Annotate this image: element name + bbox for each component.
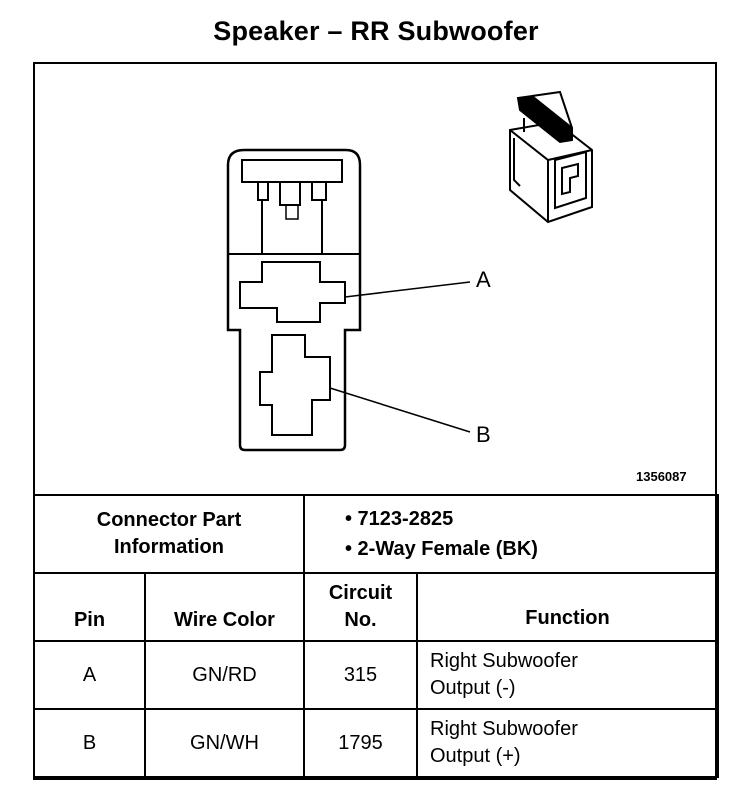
pin-label-b: B	[476, 422, 491, 447]
table-row: A GN/RD 315 Right Subwoofer Output (-)	[33, 640, 719, 710]
row-b-circuit: 1795	[303, 708, 418, 778]
row-a-function: Right Subwoofer Output (-)	[416, 640, 719, 710]
connector-table: Connector Part Information • 7123-2825 •…	[33, 494, 719, 778]
connector-outline	[226, 148, 362, 452]
diagram-title: Speaker – RR Subwoofer	[213, 16, 539, 46]
connector-info-row: Connector Part Information • 7123-2825 •…	[33, 494, 719, 574]
connector-info-label-line1: Connector Part	[96, 509, 242, 531]
cavity-b	[259, 334, 331, 436]
pin-label-a: A	[476, 267, 491, 292]
table-row: B GN/WH 1795 Right Subwoofer Output (+)	[33, 708, 719, 778]
header-circuit-line2: No.	[344, 609, 377, 631]
cavity-a	[239, 261, 346, 323]
leader-line-b	[329, 387, 471, 433]
connector-latch	[241, 159, 343, 183]
connector-isometric-icon	[509, 90, 593, 224]
header-circuit-line1: Circuit	[328, 582, 393, 604]
row-b-pin: B	[33, 708, 146, 778]
connector-info-items: • 7123-2825 • 2-Way Female (BK)	[303, 494, 719, 574]
header-pin: Pin	[33, 572, 146, 642]
row-a-function-line1: Right Subwoofer	[430, 650, 578, 672]
table-header-row: Pin Wire Color Circuit No. Function	[33, 572, 719, 642]
header-wire-color: Wire Color	[144, 572, 305, 642]
figure-number: 1356087	[636, 469, 687, 484]
row-a-pin: A	[33, 640, 146, 710]
row-b-function: Right Subwoofer Output (+)	[416, 708, 719, 778]
connector-info-label: Connector Part Information	[33, 494, 305, 574]
connector-part-number: • 7123-2825	[345, 508, 454, 530]
row-b-function-line1: Right Subwoofer	[430, 718, 578, 740]
connector-info-label-line2: Information	[114, 536, 224, 558]
connector-description: • 2-Way Female (BK)	[345, 538, 538, 560]
leader-line-a	[344, 281, 471, 298]
row-b-function-line2: Output (+)	[430, 745, 521, 767]
row-b-wire-color: GN/WH	[144, 708, 305, 778]
header-function: Function	[416, 572, 719, 642]
row-a-wire-color: GN/RD	[144, 640, 305, 710]
diagram-frame	[33, 62, 717, 780]
header-circuit-no: Circuit No.	[303, 572, 418, 642]
row-a-function-line2: Output (-)	[430, 677, 516, 699]
row-a-circuit: 315	[303, 640, 418, 710]
